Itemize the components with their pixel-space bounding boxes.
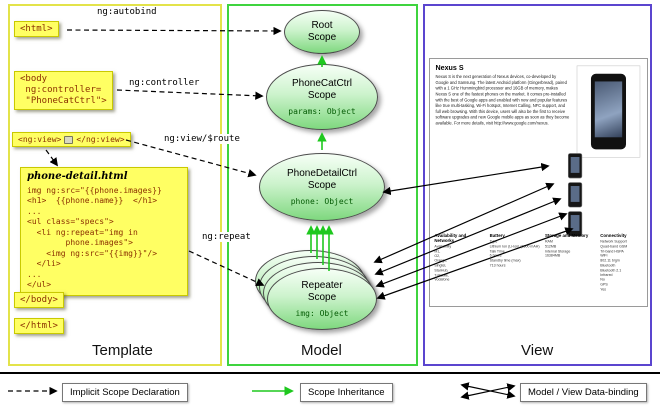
- spec-section-connectivity: Connectivity Network Support Quad-band G…: [600, 233, 647, 292]
- template-panel-label: Template: [92, 342, 153, 359]
- ngview-tag-note: <ng:view> </ng:view>: [12, 132, 131, 147]
- rendered-webpage: Nexus S Nexus S is the next generation o…: [429, 58, 648, 307]
- legend-binding-arrow: [460, 383, 516, 400]
- repeater-scope-ellipse: Repeater Scope img: Object: [267, 268, 377, 330]
- legend-binding-arrow: [460, 382, 516, 399]
- spec-section-rows: Availability M1, O2, Orange, Singtel, St…: [434, 244, 452, 283]
- scope-name: Repeater: [301, 280, 343, 291]
- spec-section-title: Connectivity: [600, 233, 627, 239]
- view-panel-label: View: [521, 342, 554, 359]
- spec-section-title: Storage and Memory: [544, 233, 589, 239]
- scope-property: img: Object: [295, 309, 349, 318]
- scope-property: phone: Object: [290, 197, 354, 206]
- scope-name: PhoneCatCtrl: [291, 78, 353, 89]
- phone-detail-template-note: phone-detail.html img ng:src="{{phone.im…: [20, 167, 188, 296]
- ng-autobind-annotation: ng:autobind: [95, 7, 159, 17]
- phonedetailctrl-scope-ellipse: PhoneDetailCtrl Scope phone: Object: [259, 153, 385, 221]
- body-close-tag-note: </body>: [14, 292, 64, 308]
- ngview-open-tag: <ng:view>: [18, 135, 62, 144]
- spec-section-availability: Availability and Networks Availability M…: [434, 233, 484, 292]
- body-open-tag-note: <body ng:controller= "PhoneCatCtrl">: [14, 71, 113, 110]
- phone-thumbnails: [567, 153, 583, 237]
- template-file-name: phone-detail.html: [27, 171, 128, 182]
- phone-screen: [594, 81, 623, 138]
- scope-name: PhoneDetailCtrl: [286, 168, 358, 179]
- spec-section-storage: Storage and Memory RAM 512MB Internal St…: [545, 233, 595, 292]
- phone-thumbnail: [567, 153, 583, 179]
- template-code: img ng:src="{{phone.images}} <h1> {{phon…: [27, 185, 162, 290]
- scope-name: Scope: [307, 90, 337, 101]
- scope-property: params: Object: [288, 107, 356, 116]
- ng-repeat-annotation: ng:repeat: [200, 232, 253, 242]
- legend-implicit-label: Implicit Scope Declaration: [62, 383, 188, 402]
- spec-section-title: Battery: [489, 233, 505, 239]
- spec-section-rows: Type Lithium Ion (Li-Ion) (1500 mAH) Tal…: [489, 239, 540, 268]
- spec-section-rows: Network Support Quad-band GSM Tri-band H…: [600, 239, 628, 292]
- scope-name: Scope: [307, 180, 337, 191]
- spec-section-title: Availability and Networks: [434, 233, 467, 243]
- legend-inheritance-label: Scope Inheritance: [300, 383, 393, 402]
- model-panel-label: Model: [301, 342, 342, 359]
- view-placeholder-icon: [64, 135, 74, 144]
- legend-binding-label: Model / View Data-binding: [520, 383, 647, 402]
- ng-view-route-annotation: ng:view/$route: [162, 134, 242, 144]
- phone-image: [590, 73, 627, 150]
- ngview-close-tag: </ng:view>: [76, 135, 125, 144]
- legend-separator: [0, 372, 660, 374]
- root-scope-ellipse: Root Scope: [284, 10, 360, 54]
- phone-specs: Availability and Networks Availability M…: [434, 233, 647, 292]
- phone-image-box: [576, 65, 641, 158]
- scope-name: Scope: [307, 32, 337, 43]
- scope-name: Scope: [307, 292, 337, 303]
- html-close-tag-note: </html>: [14, 318, 64, 334]
- spec-section-battery: Battery Type Lithium Ion (Li-Ion) (1500 …: [490, 233, 540, 292]
- phone-thumbnail: [567, 182, 583, 208]
- phone-description: Nexus S is the next generation of Nexus …: [435, 74, 570, 126]
- phone-page-title: Nexus S: [435, 63, 464, 72]
- html-open-tag-note: <html>: [14, 21, 59, 37]
- spec-section-rows: RAM 512MB Internal Storage 16384MB: [544, 239, 571, 258]
- phonecatctrl-scope-ellipse: PhoneCatCtrl Scope params: Object: [266, 64, 378, 130]
- ng-controller-annotation: ng:controller: [127, 78, 202, 88]
- scope-name: Root: [311, 20, 333, 31]
